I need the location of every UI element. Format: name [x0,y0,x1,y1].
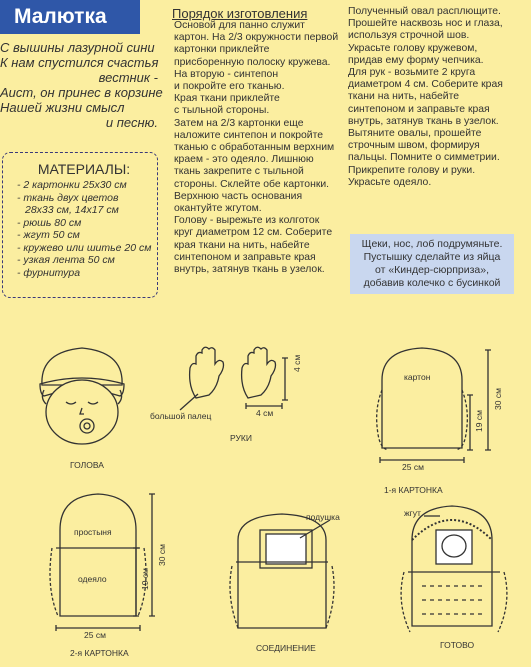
poem-line: К нам спустился счастья [0,55,159,70]
text-line: Вытяните овалы, прошейте [348,128,482,140]
joining-label: СОЕДИНЕНИЕ [256,643,316,653]
poem: С вышины лазурной сини К нам спустился с… [0,40,163,130]
text-line: картон. На 2/3 окружности первой [174,32,339,44]
text-line: стороны. Склейте обе картонки. [174,178,330,190]
text-line: с тыльной стороны. [174,105,270,117]
material-item: - ткань двух цветов [17,191,119,204]
card1-height-label: 30 см [493,388,503,410]
done-label: ГОТОВО [440,640,475,650]
tip-line: Щеки, нос, лоб подрумяньте. [361,238,503,250]
sheet-label: простыня [74,527,112,537]
material-item: - жгут 50 см [17,229,80,241]
card1-inner-label: 19 см [474,410,484,432]
material-item: - кружево или шитье 20 см [17,241,152,254]
card2-height-label: 30 см [157,544,167,566]
hands-drawing [179,346,288,411]
hands-label: РУКИ [230,433,252,443]
text-line: края ткани на нить, набейте [174,239,310,251]
card2-width-label: 25 см [84,630,106,640]
text-line: Верхнюю часть основания [174,190,303,202]
card1-width-label: 25 см [402,462,424,472]
text-line: Голову - вырежьте из колготок [174,215,320,227]
text-line: синтепоном и заправьте края [174,251,316,263]
instructions-column-2: Полученный овал расплющите. Прошейте нас… [348,6,503,189]
text-line: Украсьте голову кружевом, [348,42,478,54]
tip-box: Щеки, нос, лоб подрумяньте. Пустышку сде… [350,234,514,294]
text-line: Для рук - возьмите 2 круга [348,67,476,79]
card2-inner-label: 19 см [140,568,150,590]
material-item: - фурнитура [17,266,81,279]
text-line: круг диаметром 12 см. Соберите [174,227,333,239]
poem-line: Нашей жизни смысл [0,100,125,115]
card2-drawing [49,493,155,631]
text-line: краем - это одеяло. Лишнюю [174,154,314,166]
thumb-label: большой палец [150,411,212,421]
instructions-column-1: Основой для панно служит картон. На 2/3 … [174,20,338,276]
text-line: Затем на 2/3 картонки еще [174,117,304,129]
material-item: - 2 картонки 25х30 см [17,179,127,191]
done-drawing [400,505,508,633]
text-line: Основой для панно служит [174,20,305,31]
text-line: пальцы. Помните о симметрии. [348,152,500,164]
poem-line: и песню. [105,115,158,130]
tip-line: добавив колечко с бусинкой [363,277,501,289]
blanket-label: одеяло [78,574,107,584]
text-line: Украсьте одеяло. [348,176,432,188]
pillow-label: подушка [306,512,340,522]
card2-label: 2-я КАРТОНКА [70,648,129,658]
card1-drawing [376,347,491,463]
text-line: диаметром 4 см. Соберите края [348,79,503,91]
text-line: Прошейте насквозь нос и глаза, [348,18,503,30]
material-item: 28х33 см, 14х17 см [25,204,119,216]
text-line: используя строчной шов. [348,30,470,42]
text-line: ткань закрепите с тыльной [174,166,304,178]
text-line: внутрь, затянув ткань в узелок. [348,115,499,127]
cardboard-label: картон [404,372,431,382]
text-line: Прикрепите голову и руки. [348,164,476,176]
material-item: - узкая лента 50 см [17,254,115,266]
page-title: Малютка [0,0,140,34]
poem-line: вестник - [98,70,158,85]
tip-line: Пустышку сделайте из яйца [363,251,501,263]
hands-width-label: 4 см [256,408,274,418]
text-line: Полученный овал расплющите. [348,6,501,17]
tip-line: от «Киндер-сюрприза», [374,264,490,276]
materials-title: МАТЕРИАЛЫ: [37,161,131,177]
text-line: ткани на нить, набейте [348,91,459,103]
text-line: тканью с обработанным верхним [174,142,335,154]
poem-line: С вышины лазурной сини [0,40,155,55]
text-line: синтепоном и заправьте края [348,103,490,115]
text-line: внутрь, затянув ткань в узелок. [174,264,325,276]
text-line: и покройте его тканью. [174,81,285,93]
joining-drawing [229,513,335,629]
cord-label: жгут [404,508,421,518]
text-line: наложите синтепон и покройте [174,129,324,141]
text-line: придав ему форму чепчика. [348,54,484,66]
text-line: картонки приклейте [174,44,270,56]
materials-box: МАТЕРИАЛЫ: - 2 картонки 25х30 см - ткань… [2,152,158,298]
hands-height-label: 4 см [292,354,302,372]
text-line: окантуйте жгутом. [174,203,262,215]
text-line: присборенную полоску кружева. [174,56,331,68]
text-line: строчным швом, формируя [348,140,480,152]
poem-line: Аист, он принес в корзине [0,85,163,100]
head-label: ГОЛОВА [70,460,104,470]
instructions-title: Порядок изготовления [172,6,308,21]
material-item: - рюшь 80 см [17,216,82,229]
card1-label: 1-я КАРТОНКА [384,485,443,495]
text-line: Края ткани приклейте [174,93,280,105]
text-line: На вторую - синтепон [174,68,279,80]
head-drawing [39,347,125,445]
